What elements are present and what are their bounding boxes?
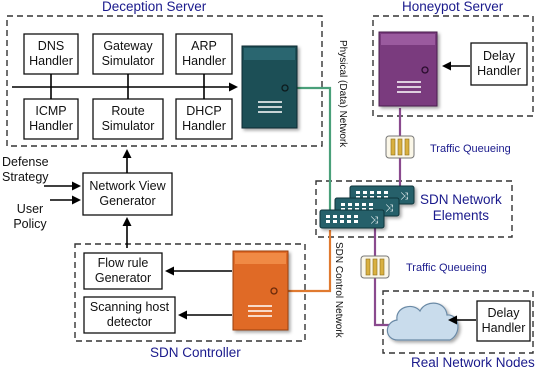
svg-text:⤨: ⤨ — [370, 215, 378, 226]
dhcp-handler-box — [175, 98, 233, 140]
route-simulator-line1: Route — [111, 104, 145, 118]
sdn-network-elements-line1: SDN Network — [420, 192, 502, 207]
honeypot-server-group — [372, 15, 534, 117]
delay-handler-top-box — [470, 42, 528, 86]
route-simulator-line2: Simulator — [101, 119, 155, 133]
scanning-host-line1: Scanning host — [89, 300, 170, 314]
svg-text:⤨: ⤨ — [385, 203, 393, 214]
scanning-host-detector-box — [83, 296, 176, 334]
gateway-simulator-line1: Gateway — [103, 39, 153, 53]
dhcp-handler-line2: Handler — [182, 119, 226, 133]
arp-handler-line2: Handler — [182, 54, 226, 68]
traffic-queue-bottom-icon — [360, 255, 390, 279]
svg-text:⤨: ⤨ — [400, 191, 408, 202]
user-policy-line2: Policy — [13, 217, 47, 231]
delay-handler-bottom-line1: Delay — [487, 306, 520, 320]
control-network-label: SDN Control Network — [333, 242, 344, 338]
delay-handler-bottom-box — [476, 300, 531, 342]
traffic-queue-top-icon — [385, 135, 415, 159]
real-network-nodes-title: Real Network Nodes — [411, 355, 535, 370]
control-network-link — [288, 230, 332, 293]
defense-strategy-line1: Defense — [2, 155, 49, 169]
user-policy-line1: User — [16, 202, 44, 216]
defense-strategy-line2: Strategy — [2, 170, 49, 184]
traffic-queueing-top-label: Traffic Queueing — [430, 143, 511, 155]
network-view-line1: Network View — [89, 179, 166, 193]
dns-handler-box — [23, 33, 79, 75]
network-view-line2: Generator — [99, 194, 156, 208]
real-network-nodes-group — [382, 290, 534, 354]
sdn-controller-icon — [232, 250, 289, 331]
icmp-handler-line2: Handler — [29, 119, 73, 133]
scanning-host-line2: detector — [106, 315, 153, 329]
arp-handler-line1: ARP — [191, 39, 217, 53]
sdn-network-elements-group — [315, 180, 513, 238]
physical-network-label: Physical (Data) Network — [337, 40, 348, 148]
flow-rule-line1: Flow rule — [97, 256, 149, 270]
sdn-controller-title: SDN Controller — [150, 345, 241, 360]
traffic-queueing-bottom-label: Traffic Queueing — [406, 262, 487, 274]
flow-rule-generator-box — [83, 252, 163, 290]
delay-handler-top-line2: Handler — [477, 64, 521, 78]
dhcp-handler-line1: DHCP — [186, 104, 222, 118]
deception-server-icon — [241, 45, 298, 129]
icmp-handler-line1: ICMP — [35, 104, 67, 118]
sdn-network-elements-line2: Elements — [432, 208, 490, 223]
network-view-generator-box — [82, 172, 173, 216]
gateway-simulator-line2: Simulator — [101, 54, 155, 68]
route-simulator-box — [92, 98, 164, 140]
deception-server-group — [6, 15, 323, 147]
honeypot-server-title: Honeypot Server — [402, 0, 504, 14]
deception-server-title: Deception Server — [102, 0, 207, 14]
physical-network-link — [295, 86, 332, 220]
flow-rule-line2: Generator — [94, 271, 152, 285]
dns-handler-line2: Handler — [29, 54, 73, 68]
cloud-icon — [386, 302, 459, 341]
sdn-network-elements-title: SDN Network Elements — [420, 192, 502, 224]
sdn-switch-icon: ⤨ ⤨ ⤨ — [319, 185, 415, 229]
honeypot-server-icon — [378, 31, 438, 107]
gateway-simulator-box — [92, 33, 164, 75]
delay-handler-top-line1: Delay — [483, 49, 515, 63]
sdn-controller-group — [74, 243, 306, 342]
delay-handler-bottom-line2: Handler — [481, 321, 526, 335]
dns-handler-line1: DNS — [37, 39, 65, 53]
